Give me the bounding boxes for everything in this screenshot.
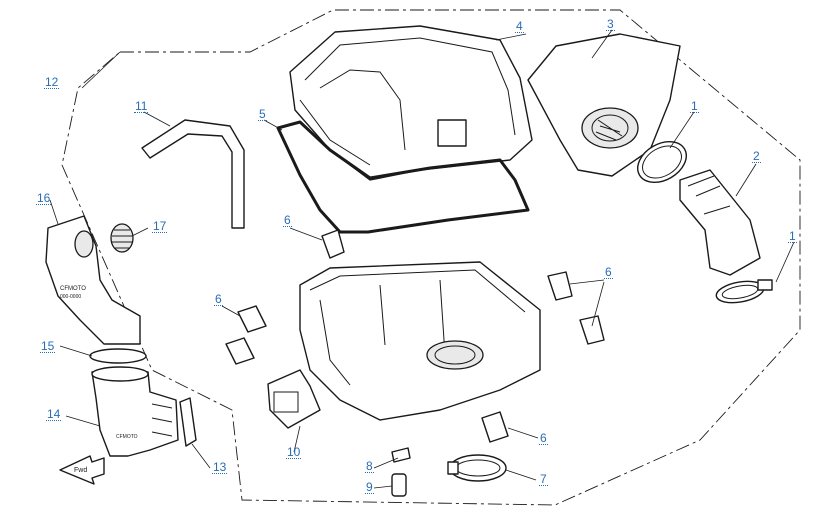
snorkel-clamp-ring[interactable] (89, 348, 147, 364)
intake-throttle-body[interactable]: CFMOTO (91, 366, 179, 457)
direction-label: Fwd (74, 467, 87, 474)
retaining-clip-top[interactable] (321, 229, 345, 259)
callout-part-2[interactable]: 2 (752, 149, 761, 163)
intake-brand-text: CFMOTO (60, 286, 86, 292)
callout-part-17[interactable]: 17 (152, 219, 168, 233)
intake-code-text: 000-0000 (60, 294, 81, 300)
callout-part-9[interactable]: 9 (365, 480, 374, 494)
callout-part-10[interactable]: 10 (286, 445, 302, 459)
callout-part-15[interactable]: 15 (40, 339, 56, 353)
throttle-clamp[interactable] (179, 397, 197, 447)
leader-lines (49, 29, 795, 489)
callout-part-12[interactable]: 12 (44, 75, 60, 89)
throttle-brand-text: CFMOTO (116, 434, 138, 440)
intake-screen[interactable] (110, 223, 134, 253)
hose-clamp-lower[interactable] (715, 278, 773, 306)
callout-part-11[interactable]: 11 (134, 99, 149, 113)
forward-direction-arrow: Fwd (59, 455, 105, 485)
assembly-boundary-outline (61, 9, 801, 506)
callout-part-13[interactable]: 13 (212, 460, 228, 474)
callout-part-14[interactable]: 14 (46, 407, 62, 421)
breather-tube[interactable] (141, 119, 245, 229)
drain-clip[interactable] (391, 447, 411, 463)
callout-part-6-bottom[interactable]: 6 (539, 431, 548, 445)
airbox-cover-gasket[interactable] (276, 120, 530, 234)
callout-part-4[interactable]: 4 (515, 19, 524, 33)
air-filter-element[interactable] (527, 33, 681, 177)
callout-part-1-lower[interactable]: 1 (788, 229, 797, 243)
retaining-clip-left-upper[interactable] (237, 305, 267, 333)
retaining-clip-bottom[interactable] (481, 411, 509, 443)
callout-part-6-right[interactable]: 6 (604, 265, 613, 279)
callout-part-1-upper[interactable]: 1 (690, 99, 699, 113)
callout-part-16[interactable]: 16 (36, 191, 52, 205)
hose-clamp-bottom[interactable] (447, 454, 507, 482)
callout-part-7[interactable]: 7 (539, 472, 548, 486)
drain-tube[interactable] (391, 473, 407, 497)
callout-part-3[interactable]: 3 (606, 17, 615, 31)
callout-part-6-top[interactable]: 6 (283, 213, 292, 227)
hose-clamp-upper[interactable] (630, 133, 693, 190)
airbox-cover[interactable] (289, 25, 533, 181)
intake-snorkel[interactable]: CFMOTO 000-0000 (45, 215, 141, 345)
callout-part-6-left[interactable]: 6 (214, 292, 223, 306)
callout-part-5[interactable]: 5 (258, 107, 267, 121)
retaining-clip-left-lower[interactable] (225, 337, 255, 365)
retaining-clip-right-lower[interactable] (579, 315, 605, 345)
callout-part-8[interactable]: 8 (365, 459, 374, 473)
retaining-clip-right-upper[interactable] (547, 271, 573, 301)
airbox-body[interactable] (267, 261, 541, 429)
intake-duct-hose[interactable] (679, 169, 761, 276)
